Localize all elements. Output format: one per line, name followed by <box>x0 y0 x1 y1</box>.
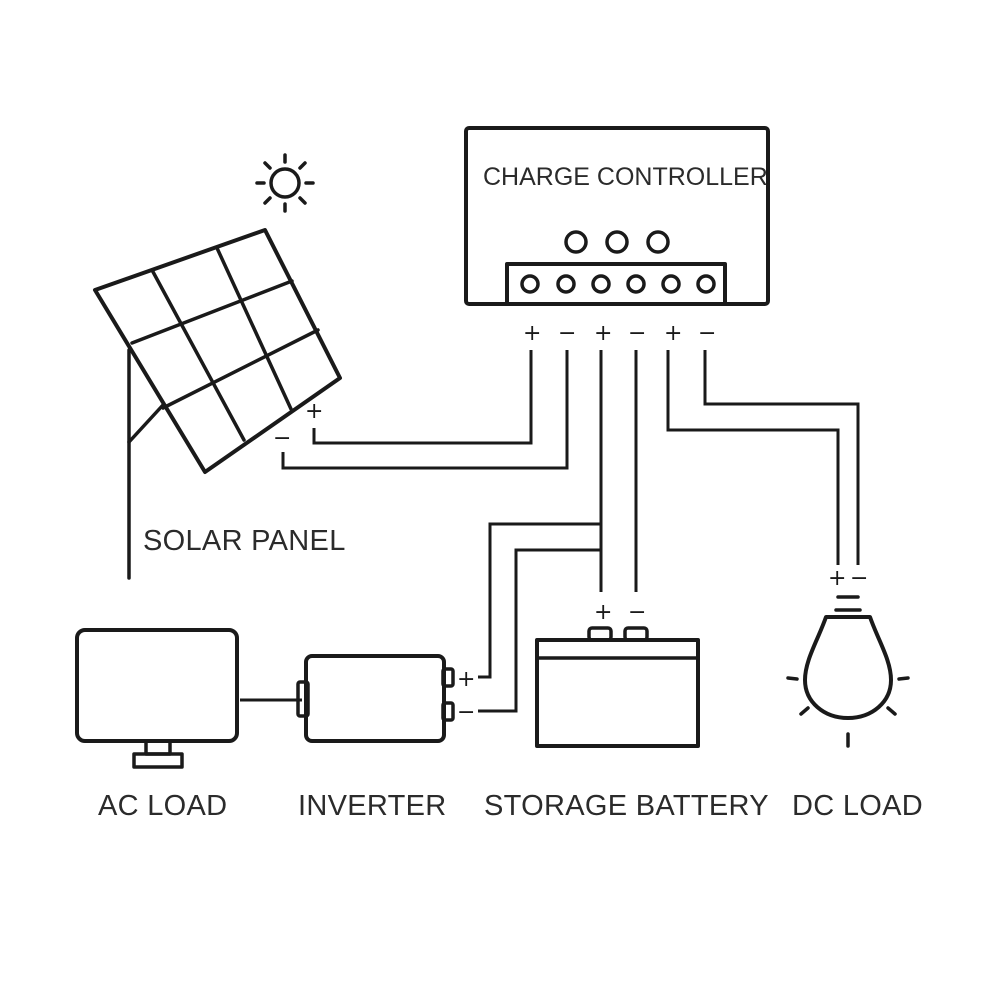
storage-battery-icon <box>535 626 700 748</box>
panel-minus-sign: − <box>273 426 291 451</box>
controller-terminal-signs: + − + − + − <box>523 321 716 346</box>
inverter-plus-sign: + <box>457 667 475 692</box>
panel-plus-sign: + <box>305 399 323 424</box>
light-bulb-icon <box>786 595 910 748</box>
storage-battery-label: STORAGE BATTERY <box>484 790 769 822</box>
wiring <box>240 350 860 713</box>
terminal-bat-plus: + <box>594 321 612 346</box>
solar-panel-icon <box>93 228 342 580</box>
charge-controller-label: CHARGE CONTROLLER <box>483 163 768 191</box>
battery-plus-sign: + <box>594 600 612 625</box>
inverter-icon <box>296 654 455 743</box>
dc-load-label: DC LOAD <box>792 790 923 822</box>
terminal-load-plus: + <box>664 321 682 346</box>
inverter-minus-sign: − <box>457 700 475 725</box>
dc-load-minus-sign: − <box>850 566 868 591</box>
dc-load-plus-sign: + <box>828 566 846 591</box>
charge-controller-box <box>464 126 770 306</box>
terminal-load-minus: − <box>698 321 716 346</box>
terminal-pv-plus: + <box>523 321 541 346</box>
ac-load-monitor-icon <box>75 628 239 769</box>
inverter-label: INVERTER <box>298 790 447 822</box>
ac-load-label: AC LOAD <box>98 790 227 822</box>
terminal-pv-minus: − <box>558 321 576 346</box>
sun-icon <box>255 153 315 213</box>
solar-panel-label: SOLAR PANEL <box>143 525 346 557</box>
terminal-bat-minus: − <box>628 321 646 346</box>
battery-minus-sign: − <box>628 600 646 625</box>
